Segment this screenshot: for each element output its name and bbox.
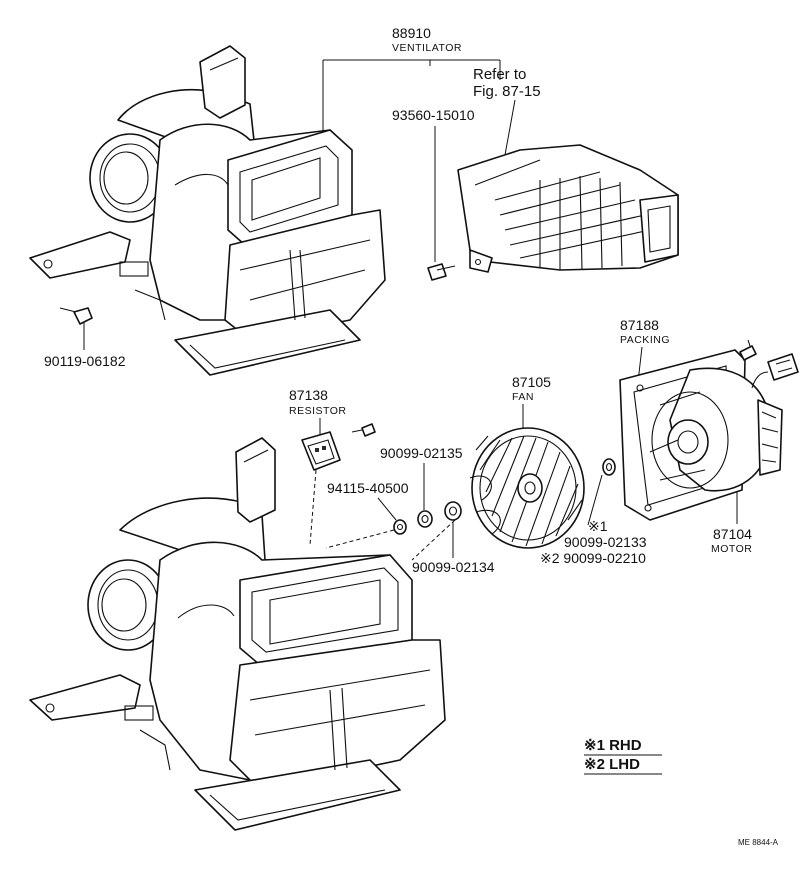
washer-b-part-number: 90099-02134 [412, 559, 495, 575]
fan-part-number: 87105 [512, 374, 551, 390]
washer-rhd-mark: ※1 [588, 518, 608, 534]
packing-part-number: 87188 [620, 317, 659, 333]
screw-resistor-part-number: 94115-40500 [327, 480, 409, 496]
resistor-part-number: 87138 [289, 387, 328, 403]
assembly-line [411, 519, 456, 561]
washer-a: 90099-02135 [380, 445, 463, 528]
motor-name: MOTOR [711, 543, 752, 555]
legend-lhd: ※2 LHD [584, 756, 640, 773]
screw-top-part-number: 93560-15010 [392, 107, 475, 123]
refer-line-2: Fig. 87-15 [473, 83, 541, 100]
ventilator-name: VENTILATOR [392, 42, 462, 54]
fan-name: FAN [512, 391, 534, 403]
fan: 87105 FAN [469, 374, 585, 549]
washer-a-part-number: 90099-02135 [380, 445, 463, 461]
ventilator-callout: 88910 VENTILATOR [322, 25, 501, 132]
motor-part-number: 87104 [713, 526, 752, 542]
figure-code: ME 8844-A [738, 838, 779, 847]
resistor-name: RESISTOR [289, 405, 346, 417]
bolt-left-part-number: 90119-06182 [44, 353, 126, 369]
packing-name: PACKING [620, 334, 670, 346]
legend: ※1 RHD ※2 LHD [584, 737, 662, 775]
washer-rhd-part-number: 90099-02133 [564, 534, 647, 550]
ventilator-assembly-lower [29, 437, 446, 831]
washer-rhd-lhd: ※1 90099-02133 ※2 90099-02210 [540, 458, 647, 566]
duct [457, 144, 679, 273]
washer-lhd-part-number: ※2 90099-02210 [540, 550, 646, 566]
refer-callout: Refer to Fig. 87-15 [473, 66, 541, 156]
refer-line-1: Refer to [473, 66, 526, 83]
ventilator-part-number: 88910 [392, 25, 431, 41]
washer-b: 90099-02134 [412, 501, 495, 575]
screw-top: 93560-15010 [392, 107, 475, 281]
screw-resistor: 94115-40500 [325, 480, 409, 549]
resistor: 87138 RESISTOR [289, 387, 376, 546]
ventilator-assembly-upper [29, 45, 386, 376]
bolt-left: 90119-06182 [44, 307, 126, 369]
packing-and-motor: 87188 PACKING 87104 MOTOR [619, 317, 799, 555]
legend-rhd: ※1 RHD [584, 737, 642, 754]
